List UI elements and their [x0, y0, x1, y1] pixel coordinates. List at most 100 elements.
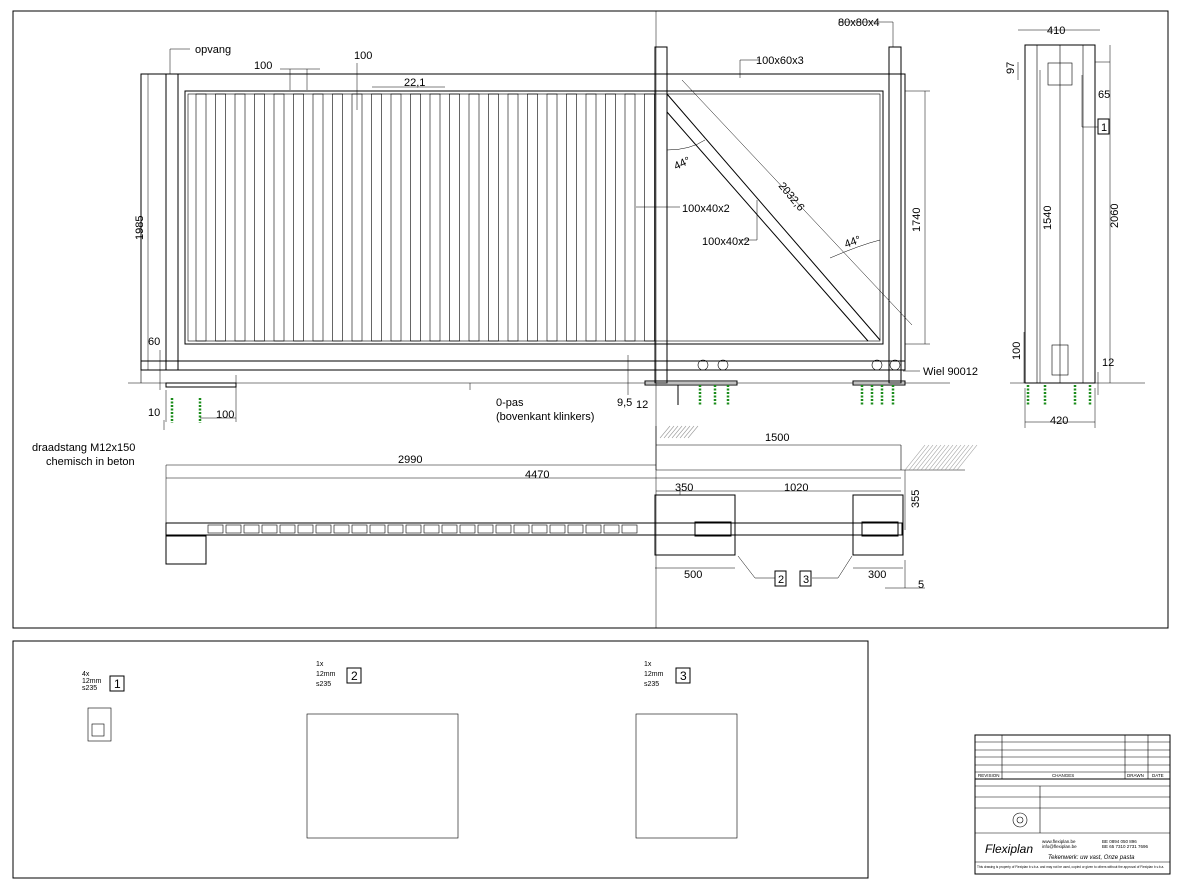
post-left: [654, 46, 668, 384]
zero-line-1: 0-pas: [496, 397, 524, 409]
hatch-line: [679, 425, 691, 439]
hatch-line: [687, 425, 699, 439]
dim-10: 10: [148, 407, 160, 419]
profile-mid1-label: 100x40x2: [682, 203, 730, 215]
gate-bar: [195, 93, 207, 342]
col-revision: REVISION: [978, 773, 1000, 778]
dim-355: 355: [910, 490, 922, 508]
gate-bar: [488, 93, 499, 342]
hatch-line: [948, 444, 970, 471]
front-elevation: opvang 100 100 22,1 1985 100x60x3 80x80x…: [32, 11, 978, 628]
hatch-line: [675, 425, 687, 439]
dim-1020: 1020: [784, 482, 808, 494]
dim-100-c: 100: [216, 409, 234, 421]
part-1: 4x 12mm s235 1: [82, 671, 125, 742]
gate-bar: [273, 93, 285, 342]
dim-1540: 1540: [1042, 206, 1054, 230]
dim-65: 65: [1098, 89, 1110, 101]
rail-segment: [477, 524, 494, 534]
part1-qty: 4x: [82, 671, 90, 678]
hatch-line: [916, 444, 938, 471]
hatch-line: [683, 425, 695, 439]
dim-2990: 2990: [398, 454, 422, 466]
dim-500: 500: [684, 569, 702, 581]
side-callout-1: 1: [1101, 122, 1107, 134]
bottom-frame: [12, 640, 869, 879]
dim-1740: 1740: [911, 208, 923, 232]
company-web: www.flexiplan.be: [1042, 839, 1076, 844]
company-email: info@flexiplan.be: [1042, 844, 1077, 849]
hatch-line: [920, 444, 942, 471]
rail-segment: [495, 524, 512, 534]
dim-420: 420: [1050, 415, 1068, 427]
hatch-line: [908, 444, 930, 471]
gate-bar: [468, 93, 480, 342]
hatch-line: [940, 444, 962, 471]
dim-5: 5: [918, 579, 924, 591]
gate-bar: [371, 93, 382, 342]
part2-mat: s235: [316, 681, 331, 688]
gate-bar: [527, 93, 538, 342]
hatch-line: [667, 425, 679, 439]
dim-100-a: 100: [254, 60, 272, 72]
dim-4470: 4470: [525, 469, 549, 481]
anchor-text-2: chemisch in beton: [46, 456, 135, 468]
company-disclaimer: This drawing is property of Flexiplan b.…: [977, 865, 1164, 869]
gate-bar: [507, 93, 519, 342]
rail-segment: [621, 524, 638, 534]
post-right: [888, 46, 902, 384]
dim-60: 60: [148, 336, 160, 348]
rail-segment: [351, 524, 368, 534]
dim-12-b: 12: [1102, 357, 1114, 369]
hatch-line: [956, 444, 978, 471]
gate-bar: [312, 93, 324, 342]
anchor-text-1: draadstang M12x150: [32, 442, 135, 454]
rail-segment: [585, 524, 602, 534]
top-callout-2: 2: [778, 574, 784, 586]
title-block: REVISION CHANGES DRAWN DATE Flexiplan ww…: [974, 734, 1171, 875]
dim-2032-6: 2032,6: [776, 180, 807, 213]
part3-thk: 12mm: [644, 671, 664, 678]
hatch-line: [928, 444, 950, 471]
dim-1500: 1500: [765, 432, 789, 444]
rail-segment: [243, 524, 260, 534]
gate-bar: [585, 93, 597, 342]
dim-2060: 2060: [1109, 204, 1121, 228]
part-3: 1x 12mm s235 3: [635, 661, 738, 839]
rail-segment: [405, 524, 422, 534]
rail-segment: [567, 524, 584, 534]
hatch-line: [932, 444, 954, 471]
part3-num: 3: [680, 669, 687, 683]
angle-44-b: 44°: [843, 234, 863, 251]
hatch-line: [659, 425, 671, 439]
rail-segment: [531, 524, 548, 534]
col-date: DATE: [1152, 773, 1164, 778]
top-view: 1500 2990 4470 350 1020 355 500 300 5 2: [165, 425, 978, 591]
rail-segment: [225, 524, 242, 534]
rail-segment: [603, 524, 620, 534]
hatch-line: [952, 444, 974, 471]
col-drawn: DRAWN: [1127, 773, 1144, 778]
rail-segment: [549, 524, 566, 534]
hatch-line: [936, 444, 958, 471]
profile-top-label: 100x60x3: [756, 55, 804, 67]
gate-bar: [644, 93, 655, 342]
gate-bar: [390, 93, 402, 342]
hatch-line: [904, 444, 926, 471]
rail-segment: [261, 524, 278, 534]
gate-bar: [605, 93, 616, 342]
gate-bar: [566, 93, 577, 342]
rail-segment: [423, 524, 440, 534]
gate-bar: [234, 93, 246, 342]
dim-350: 350: [675, 482, 693, 494]
rail-segment: [279, 524, 296, 534]
dim-300: 300: [868, 569, 886, 581]
gate-bar: [410, 93, 421, 342]
angle-44-a: 44°: [672, 155, 692, 173]
dim-12-a: 12: [636, 399, 648, 411]
hatch-line: [671, 425, 683, 439]
rail-segment: [315, 524, 332, 534]
zero-line-2: (bovenkant klinkers): [496, 411, 594, 423]
part1-num: 1: [114, 677, 121, 691]
